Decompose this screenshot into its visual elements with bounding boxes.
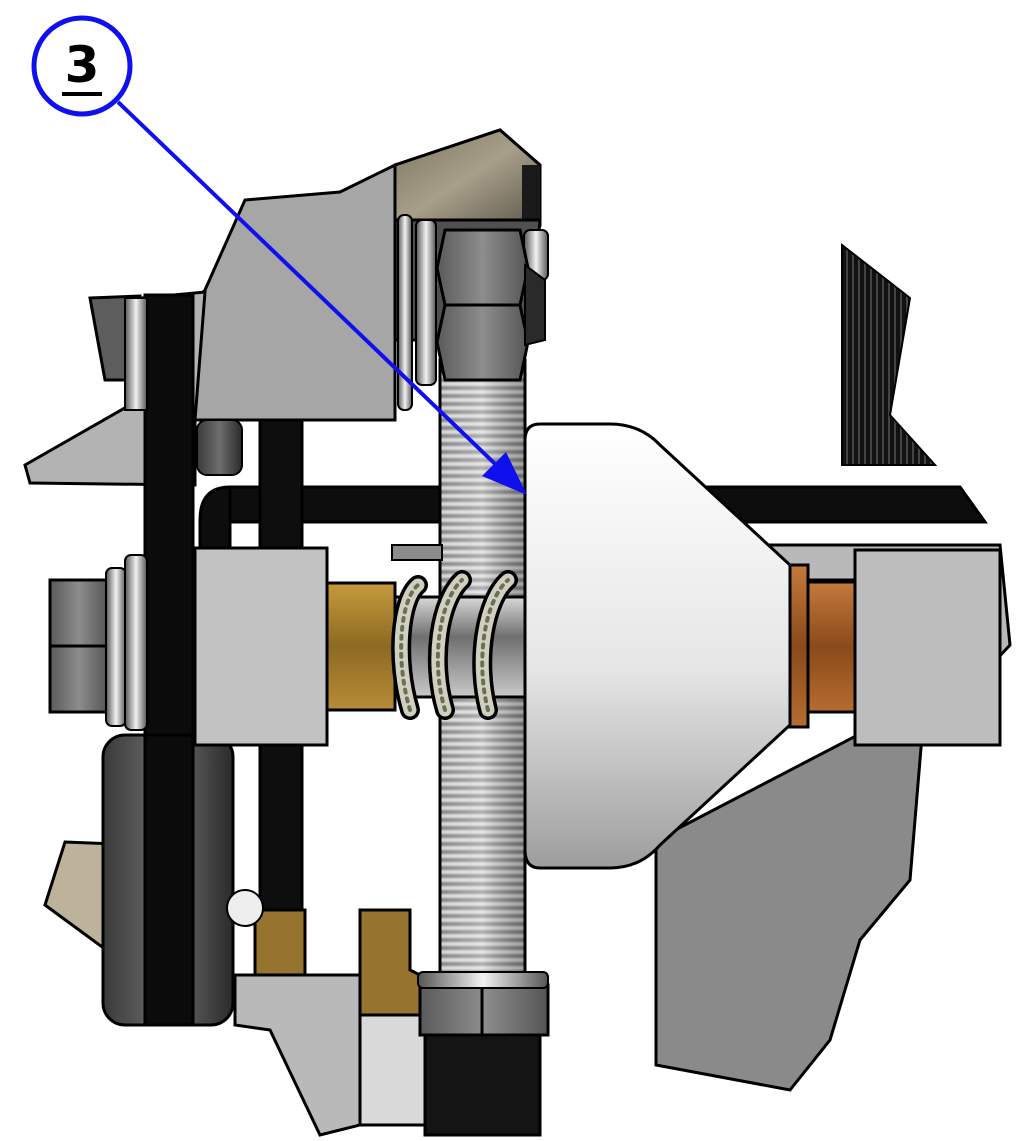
- top-hex-nut: [435, 228, 546, 382]
- callout-marker: 3: [31, 15, 133, 117]
- right-bracket-block: [768, 543, 1012, 747]
- shaft-mount-block: [193, 546, 329, 747]
- arrow-head-icon: [482, 452, 527, 495]
- horizontal-shaft: [323, 544, 532, 712]
- bottom-assembly: [226, 889, 550, 1137]
- callout-number: 3: [65, 36, 100, 94]
- callout-arrow: [116, 100, 527, 495]
- compression-spring: [391, 570, 518, 720]
- striped-wedge: [841, 242, 938, 466]
- cone-plunger: [523, 422, 857, 870]
- left-hex-nut: [48, 554, 148, 731]
- lower-dark-block: [101, 733, 235, 1027]
- top-washers: [397, 214, 549, 411]
